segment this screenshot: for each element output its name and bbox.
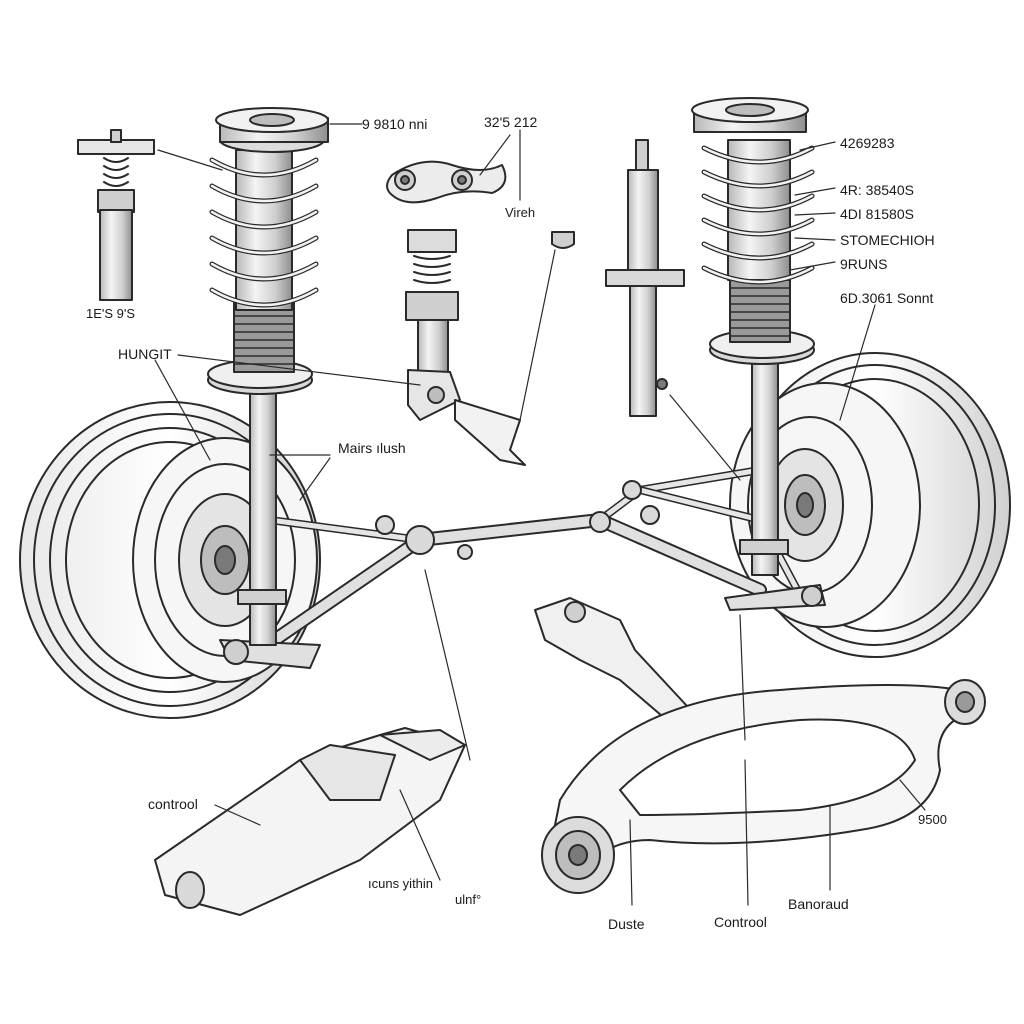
label-spec-3: 4DI 81580S [840,206,914,222]
label-spec-4: STOMECHIOH [840,232,935,248]
label-top-left-spring-value: 9 9810 nni [362,116,428,132]
label-spec-2: 4R: 38540S [840,182,914,198]
left-coilover-strut [207,107,329,646]
right-shock-absorber [605,139,685,417]
leader-lines [154,123,926,906]
small-strut-left [77,129,155,301]
label-duste: Duste [608,916,645,932]
label-icuns-yithin: ıcuns yithin [368,876,434,891]
label-controol-left: controol [148,796,198,812]
mid-shock-absorber [405,229,526,466]
label-top-center-value: 32'5 212 [484,114,538,130]
label-vireh: Virеh [505,205,536,220]
label-controol-bottom: Controol [714,914,767,930]
label-value-9500: 9500 [918,812,947,827]
right-coilover-strut [691,97,815,576]
label-hungit: HUNGIT [118,346,172,362]
link-bushing [386,160,575,249]
label-banoraud: Banoraud [788,896,849,912]
label-ulnf: ulnf° [455,892,482,907]
label-mairs-blush: Mairs ılush [338,440,406,456]
lower-control-arm-left [154,727,466,916]
label-spec-1: 4269283 [840,135,895,151]
lower-control-arm-right [541,679,986,894]
label-spec-6: 6D.3061 Sonnt [840,290,934,306]
label-small-strut-value: 1E'S 9'S [86,306,136,321]
label-spec-5: 9RUNS [840,256,888,272]
